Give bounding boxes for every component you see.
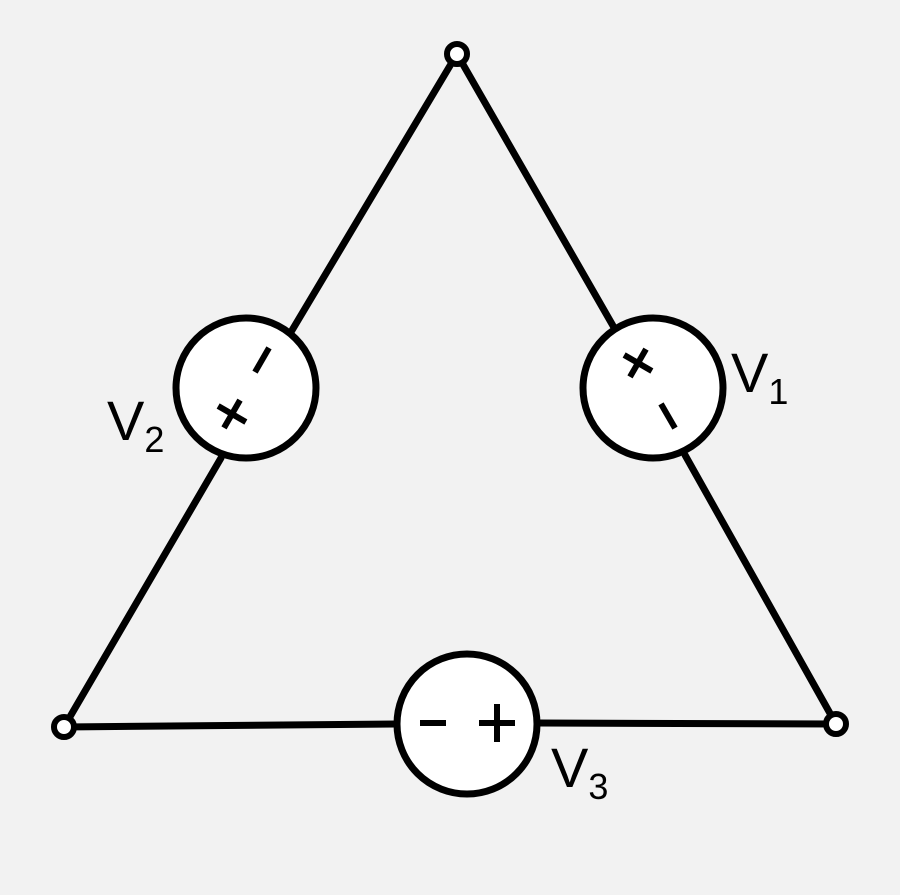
source-v1-plus-sign	[622, 347, 654, 379]
terminal-bottom-right	[823, 711, 849, 737]
source-v3-body	[393, 650, 541, 798]
wire-top-to-v2	[287, 50, 461, 336]
voltage-source-v3	[393, 650, 541, 798]
wire-v2-to-bottom-left	[60, 454, 225, 731]
wire-top-to-v1	[453, 50, 620, 335]
source-v3-plus-sign	[479, 704, 515, 742]
label-v3: V3	[551, 736, 608, 807]
terminal-top	[444, 41, 470, 67]
terminal-bottom-left	[51, 714, 77, 740]
source-v2-minus-sign	[252, 346, 272, 374]
source-v2-plus-sign	[216, 398, 248, 430]
voltage-source-v1	[579, 314, 727, 462]
source-v1-body	[579, 314, 727, 462]
wire-v3-to-bottom-right	[534, 719, 840, 728]
wire-v1-to-bottom-right	[681, 451, 840, 728]
source-v2-body	[172, 314, 320, 462]
label-v1: V1	[731, 341, 788, 412]
wire-bottom-left-to-v3	[60, 720, 400, 731]
label-v2: V2	[107, 389, 164, 460]
voltage-source-v2	[172, 314, 320, 462]
source-v1-minus-sign	[658, 402, 678, 430]
